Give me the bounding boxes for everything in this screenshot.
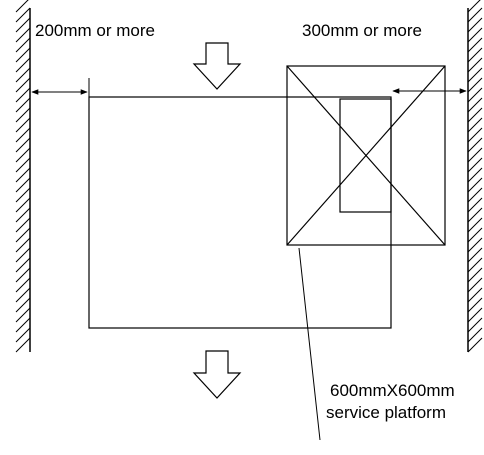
wall-hatch-line — [467, 147, 483, 163]
wall-hatch-line — [15, 167, 31, 183]
wall-hatch-line — [15, 27, 31, 43]
wall-hatch-line — [467, 197, 483, 213]
wall-hatch-line — [15, 0, 29, 13]
wall-hatch-line — [15, 227, 31, 243]
platform-name-label: service platform — [326, 403, 446, 422]
wall-hatch-line — [467, 237, 483, 253]
wall-hatch-line — [15, 117, 31, 133]
wall-hatch-line — [15, 247, 31, 263]
wall-hatch-line — [467, 67, 483, 83]
wall-hatch-line — [15, 77, 31, 93]
wall-hatch-line — [15, 187, 31, 203]
wall-hatch-line — [15, 47, 31, 63]
wall-hatch-line — [15, 177, 31, 193]
wall-hatch-line — [467, 327, 483, 343]
wall-hatch-line — [467, 107, 483, 123]
wall-hatch-line — [15, 57, 31, 73]
wall-hatch-line — [467, 297, 483, 313]
wall-hatch-line — [467, 177, 483, 193]
wall-hatch-line — [467, 277, 483, 293]
wall-hatch-line — [15, 207, 31, 223]
right-clearance-label: 300mm or more — [302, 21, 422, 40]
left-wall — [15, 0, 31, 353]
wall-hatch-line — [467, 7, 483, 23]
wall-hatch-line — [15, 127, 31, 143]
wall-hatch-line — [15, 337, 31, 353]
wall-hatch-line — [15, 267, 31, 283]
wall-hatch-line — [15, 327, 31, 343]
wall-hatch-line — [467, 187, 483, 203]
wall-hatch-line — [467, 167, 483, 183]
wall-hatch-line — [15, 307, 31, 323]
wall-hatch-line — [15, 37, 31, 53]
wall-hatch-line — [15, 277, 31, 293]
down-arrow-icon — [192, 350, 242, 399]
wall-hatch-line — [467, 27, 483, 43]
wall-hatch-line — [15, 217, 31, 233]
wall-hatch-line — [467, 47, 483, 63]
wall-hatch-line — [15, 317, 31, 333]
service-platform — [286, 65, 446, 246]
wall-hatch-line — [15, 17, 31, 33]
wall-hatch-line — [15, 67, 31, 83]
wall-hatch-line — [467, 17, 483, 33]
wall-hatch-line — [467, 267, 483, 283]
wall-hatch-line — [15, 87, 31, 103]
wall-hatch-line — [467, 37, 483, 53]
down-arrow-icon — [192, 42, 242, 90]
wall-hatch-line — [467, 57, 483, 73]
wall-hatch-line — [467, 137, 483, 153]
wall-hatch-line — [15, 287, 31, 303]
wall-hatch-line — [15, 7, 31, 23]
wall-hatch-line — [15, 297, 31, 313]
wall-hatch-line — [467, 157, 483, 173]
wall-hatch-line — [467, 317, 483, 333]
wall-hatch-line — [15, 107, 31, 123]
platform-size-label: 600mmX600mm — [330, 381, 455, 400]
platform-leader-line — [298, 247, 321, 441]
left-clearance-label: 200mm or more — [35, 21, 155, 40]
wall-hatch-line — [467, 207, 483, 223]
wall-hatch-line — [467, 337, 483, 353]
wall-hatch-line — [467, 127, 483, 143]
wall-hatch-line — [15, 157, 31, 173]
wall-hatch-line — [467, 257, 483, 273]
wall-hatch-line — [15, 137, 31, 153]
wall-hatch-line — [15, 237, 31, 253]
wall-hatch-line — [467, 287, 483, 303]
wall-hatch-line — [467, 227, 483, 243]
wall-hatch-line — [467, 217, 483, 233]
wall-hatch-line — [467, 247, 483, 263]
wall-hatch-line — [467, 87, 483, 103]
wall-hatch-line — [15, 97, 31, 113]
wall-hatch-line — [15, 197, 31, 213]
wall-hatch-line — [467, 0, 481, 13]
wall-hatch-line — [467, 97, 483, 113]
right-wall — [467, 0, 483, 353]
wall-hatch-line — [467, 307, 483, 323]
wall-hatch-line — [467, 77, 483, 93]
wall-hatch-line — [15, 147, 31, 163]
wall-hatch-line — [467, 117, 483, 133]
left-dimension — [31, 78, 90, 100]
wall-hatch-line — [15, 257, 31, 273]
